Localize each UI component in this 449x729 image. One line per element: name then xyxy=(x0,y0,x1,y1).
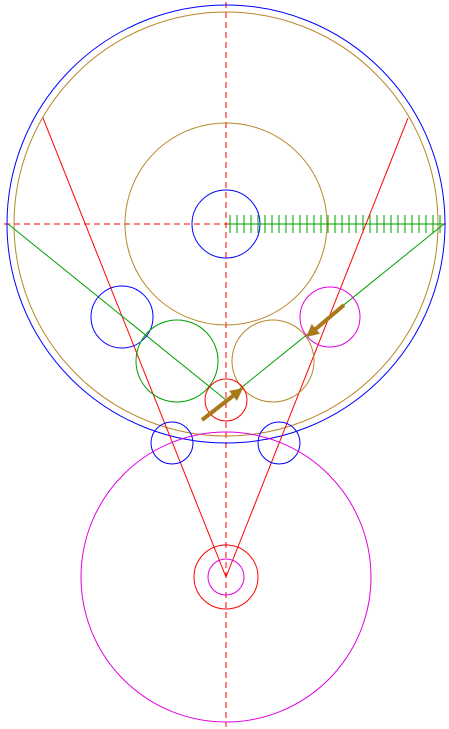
outer-ring-circle xyxy=(6,4,446,444)
left-blue-planet xyxy=(90,285,154,349)
left-green-line xyxy=(7,223,227,401)
lower-magenta-wheel xyxy=(80,431,372,723)
lower-red-hub-outer xyxy=(193,544,259,610)
right-v-line xyxy=(225,117,409,578)
right-magenta-planet xyxy=(299,286,361,348)
center-force-arrow xyxy=(200,388,244,422)
left-blue-roller xyxy=(150,421,194,465)
right-tan-planet xyxy=(231,319,315,403)
scale-ticks xyxy=(229,215,441,233)
right-blue-roller xyxy=(257,421,301,465)
right-force-arrow xyxy=(306,303,346,338)
center-red-planet xyxy=(204,378,248,422)
left-green-planet xyxy=(135,319,219,403)
lower-magenta-hub-inner xyxy=(207,558,245,596)
left-v-line xyxy=(42,117,227,578)
